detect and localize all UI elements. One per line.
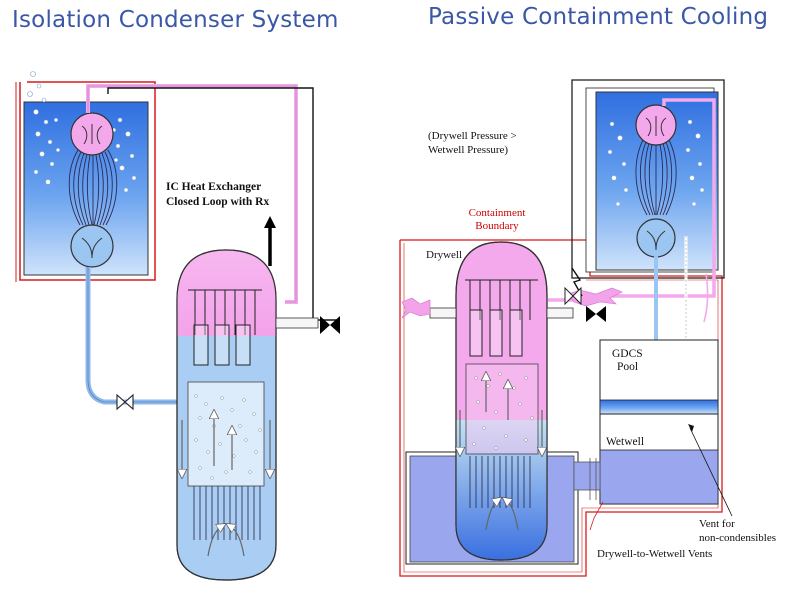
wetwell-label: Wetwell xyxy=(606,436,645,448)
steam-release-left-icon xyxy=(401,297,431,319)
vent-label-2: non-condensibles xyxy=(699,532,776,544)
drywell-label: Drywell xyxy=(426,249,463,261)
ic-steam-valve-icon xyxy=(320,316,340,334)
pcc-lower-header xyxy=(636,218,676,258)
ic-return-valve-icon xyxy=(116,393,134,411)
pressure-note-1: (Drywell Pressure > xyxy=(428,130,517,142)
pcc-reactor-vessel xyxy=(429,241,574,561)
gdcs-label-1: GDCS xyxy=(612,348,643,360)
ic-condensate-line xyxy=(85,267,186,405)
ic-bubbles xyxy=(27,71,137,193)
containment-boundary-label-2: Boundary xyxy=(475,220,519,232)
containment-boundary-label-1: Containment xyxy=(468,207,526,219)
ic-containment-outline xyxy=(19,81,156,281)
gdcs-label-2: Pool xyxy=(617,361,639,373)
drywell-wetwell-vents-label: Drywell-to-Wetwell Vents xyxy=(597,548,713,560)
pcc-tube-bundle xyxy=(635,139,677,216)
flow-up-arrow-icon xyxy=(264,216,276,228)
pcc-steam-valve-icon xyxy=(586,306,606,322)
ic-tube-bundle xyxy=(68,149,118,226)
vent-label-1: Vent for xyxy=(699,518,735,530)
ic-lower-header xyxy=(70,224,114,268)
ic-heat-exchanger-label-2: Closed Loop with Rx xyxy=(166,196,270,208)
pipe-break-icon xyxy=(564,267,583,306)
ic-pool-group xyxy=(15,71,156,282)
ic-heat-exchanger-label-1: IC Heat Exchanger xyxy=(166,181,262,193)
pressure-note-2: Wetwell Pressure) xyxy=(428,144,509,156)
ic-core-region xyxy=(187,381,265,487)
passive-containment-title: Passive Containment Cooling xyxy=(428,4,769,30)
ic-reactor-vessel xyxy=(176,249,319,581)
isolation-condenser-title: Isolation Condenser System xyxy=(12,7,339,33)
pcc-bubbles xyxy=(607,119,705,207)
